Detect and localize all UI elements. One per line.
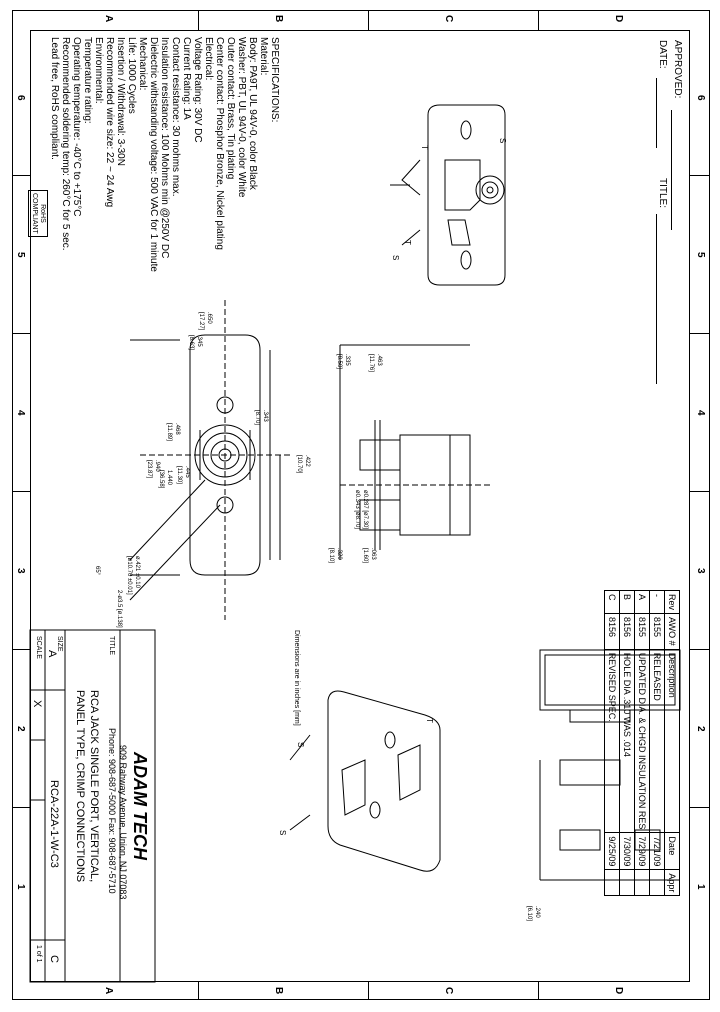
rev-cell: A <box>634 590 650 614</box>
dim-vert-d-mm: [36.58] <box>158 470 164 489</box>
callout-s-4: S <box>278 830 287 835</box>
dim-side-e: .063 <box>370 548 376 560</box>
dim-side-d-mm: [8.10] <box>328 548 334 564</box>
table-row: B 8156 HOLE DIA .310 WAS .014 7/30/09 <box>619 590 635 896</box>
dim-vert-a: .468 <box>174 423 180 435</box>
dim-side-f: ø0.287 [ø7.30] <box>362 490 368 530</box>
dim-vert-c-mm: [11.30] <box>176 466 182 484</box>
rev-header: Rev <box>664 590 680 614</box>
description-cell: REVISED SPEC. <box>604 649 620 833</box>
dim-hole-b: 2-ø3.5 [ø.138] <box>116 590 122 628</box>
rev-cell: - <box>649 590 665 614</box>
dim-bottom: .240 <box>534 906 540 918</box>
drawing-title-line1: RCA JACK SINGLE PORT, VERTICAL, <box>88 690 100 883</box>
dim-side-b-mm: [11.76] <box>368 354 374 372</box>
awo-cell: 8156 <box>604 613 620 650</box>
table-row: C 8156 REVISED SPEC. 9/25/09 <box>604 590 620 896</box>
date-cell: 7/29/09 <box>634 832 650 870</box>
scale-label: SCALE <box>35 636 42 659</box>
date-cell: 7/30/09 <box>619 832 635 870</box>
rev-value: C <box>48 955 60 963</box>
isometric-view-top <box>390 104 506 286</box>
dim-vert-c: .445 <box>184 466 190 478</box>
appr-cell <box>604 869 620 896</box>
company-address: 909 Rahway Avenue, Union, NJ 07083 <box>118 745 128 900</box>
right-side-view <box>539 649 681 881</box>
dim-side-e-mm: [1.60] <box>362 548 368 564</box>
dim-side-d: .320 <box>336 548 342 560</box>
dim-half-width: .345 <box>196 335 202 347</box>
awo-cell: 8155 <box>649 613 665 650</box>
isometric-view-bottom <box>289 690 441 872</box>
top-view <box>129 300 290 620</box>
dim-vert-d: 1.440 <box>166 470 172 486</box>
table-row: - 8155 RELEASED 7/21/09 <box>649 590 665 896</box>
dim-top-width-mm: [17.27] <box>198 312 204 331</box>
appr-header: Appr <box>664 869 680 896</box>
dim-side-c-mm: [10.70] <box>296 455 302 474</box>
drawing-title-line2: PANEL TYPE, CRIMP CONNECTIONS <box>74 690 86 883</box>
dim-side-b: .463 <box>376 354 382 366</box>
description-cell: RELEASED <box>649 649 665 833</box>
callout-s-2: S <box>391 255 400 260</box>
dim-height-total-mm: [23.87] <box>146 460 152 479</box>
awo-cell: 8156 <box>619 613 635 650</box>
dim-side-a: .335 <box>344 354 350 366</box>
appr-cell <box>634 869 650 896</box>
size-value: A <box>46 650 58 658</box>
dim-vert-b: .343 <box>262 410 268 422</box>
rev-cell: B <box>619 590 635 614</box>
mark-value: X <box>31 700 43 708</box>
appr-cell <box>649 869 665 896</box>
side-view <box>339 344 490 560</box>
dim-angle: 65° <box>94 566 100 576</box>
callout-t-3: T <box>425 718 434 723</box>
callout-t-1: T <box>420 145 429 150</box>
dim-bottom-mm: [6.10] <box>526 906 532 922</box>
callout-s-3: S <box>296 742 305 747</box>
rev-cell: C <box>604 590 620 614</box>
notes-text: Dimensions are in inches [mm] <box>293 630 300 726</box>
dim-side-c: .422 <box>304 455 310 467</box>
sheet-value: 1 of 1 <box>35 945 42 963</box>
awo-header: AWO # <box>664 613 680 650</box>
dim-hole-a: ø.421 ±0.10 <box>134 556 140 588</box>
dim-half-width-mm: [8.63] <box>188 335 194 351</box>
callout-s-1: S <box>498 138 507 143</box>
dim-side-a-mm: [8.50] <box>336 354 342 370</box>
description-cell: HOLE DIA .310 WAS .014 <box>619 649 635 833</box>
title-block-label: TITLE <box>108 636 115 656</box>
company-name: ADAM TECH <box>130 752 150 860</box>
dim-vert-a-mm: [11.89] <box>166 423 172 441</box>
callout-t-2: T <box>403 240 412 245</box>
dim-vert-b-mm: [8.70] <box>254 410 260 426</box>
revision-table: Rev AWO # Description Date Appr - 8155 R… <box>604 590 680 896</box>
dim-hole-a-mm: [ø10.70 ±0.01] <box>126 556 132 595</box>
company-phone: Phone: 908-687-5000 Fax: 908-687-5710 <box>107 728 117 894</box>
dim-side-g: ø0.343 [ø8.70] <box>354 490 360 530</box>
appr-cell <box>619 869 635 896</box>
description-header: Description <box>664 649 680 833</box>
description-cell: UPDATED DIA. & CHGD INSULATION RES <box>634 649 650 833</box>
part-number: RCA-22A-1-W-C3 <box>48 780 60 868</box>
date-header: Date <box>664 832 680 870</box>
revision-header-row: Rev AWO # Description Date Appr <box>664 590 680 896</box>
dim-top-width: .650 <box>206 312 212 324</box>
awo-cell: 8155 <box>634 613 650 650</box>
date-cell: 7/21/09 <box>649 832 665 870</box>
table-row: A 8155 UPDATED DIA. & CHGD INSULATION RE… <box>634 590 650 896</box>
date-cell: 9/25/09 <box>604 832 620 870</box>
